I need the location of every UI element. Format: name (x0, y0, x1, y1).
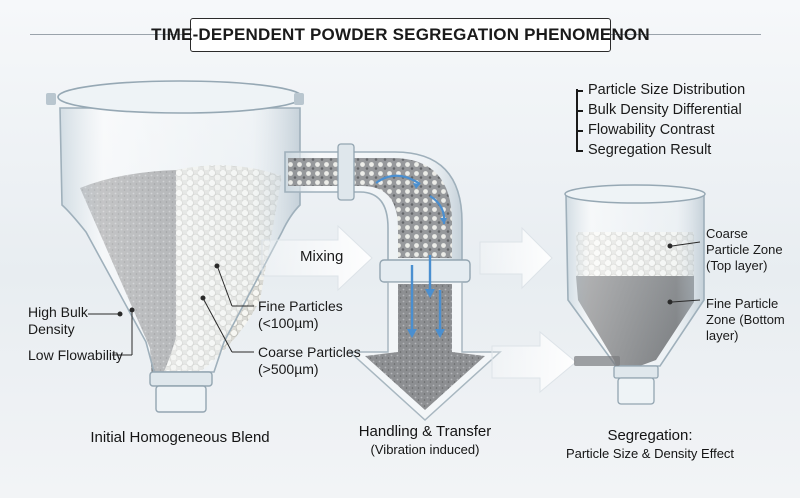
caption-stage-3-sub: Particle Size & Density Effect (565, 446, 735, 461)
leader-lines (88, 241, 701, 356)
caption-stage-2-title: Handling & Transfer (358, 423, 492, 440)
legend-rail (576, 89, 578, 151)
diagram-title: TIME-DEPENDENT POWDER SEGREGATION PHENOM… (151, 18, 650, 52)
caption-stage-1: Initial Homogeneous Blend (60, 428, 300, 447)
label-high-bulk-density: High Bulk Density (28, 304, 88, 337)
caption-stage-2-sub: (Vibration induced) (370, 442, 480, 457)
legend: Particle Size Distribution Bulk Density … (576, 80, 776, 160)
label-mixing: Mixing (300, 248, 344, 265)
label-coarse-zone: Coarse Particle Zone (Top layer) (706, 226, 783, 273)
mixing-arrow (261, 224, 373, 292)
caption-stage-1-text: Initial Homogeneous Blend (90, 429, 270, 446)
caption-stage-3-title: Segregation: (607, 427, 693, 444)
downflow-section (348, 255, 502, 422)
caption-stage-2: Handling & Transfer (Vibration induced) (330, 422, 520, 458)
transfer-elbow (284, 143, 463, 263)
label-fine-particles: Fine Particles (<100µm) (258, 298, 343, 331)
legend-item-flowability: Flowability Contrast (576, 120, 776, 140)
segregated-hopper (564, 184, 706, 405)
title-rule-left (30, 34, 190, 35)
transfer-arrow (479, 226, 553, 290)
legend-item-bulk-density: Bulk Density Differential (576, 100, 776, 120)
output-arrow (491, 330, 577, 394)
label-low-flowability: Low Flowability (28, 347, 123, 363)
flow-arrow-curve (375, 174, 421, 185)
caption-stage-3: Segregation: Particle Size & Density Eff… (540, 426, 760, 462)
label-fine-zone: Fine Particle Zone (Bottom layer) (706, 296, 785, 343)
legend-item-particle-size: Particle Size Distribution (576, 80, 776, 100)
legend-item-segregation: Segregation Result (576, 140, 776, 160)
title-rule-right (611, 34, 761, 35)
left-hopper (46, 80, 304, 413)
label-coarse-particles: Coarse Particles (>500µm) (258, 344, 361, 377)
